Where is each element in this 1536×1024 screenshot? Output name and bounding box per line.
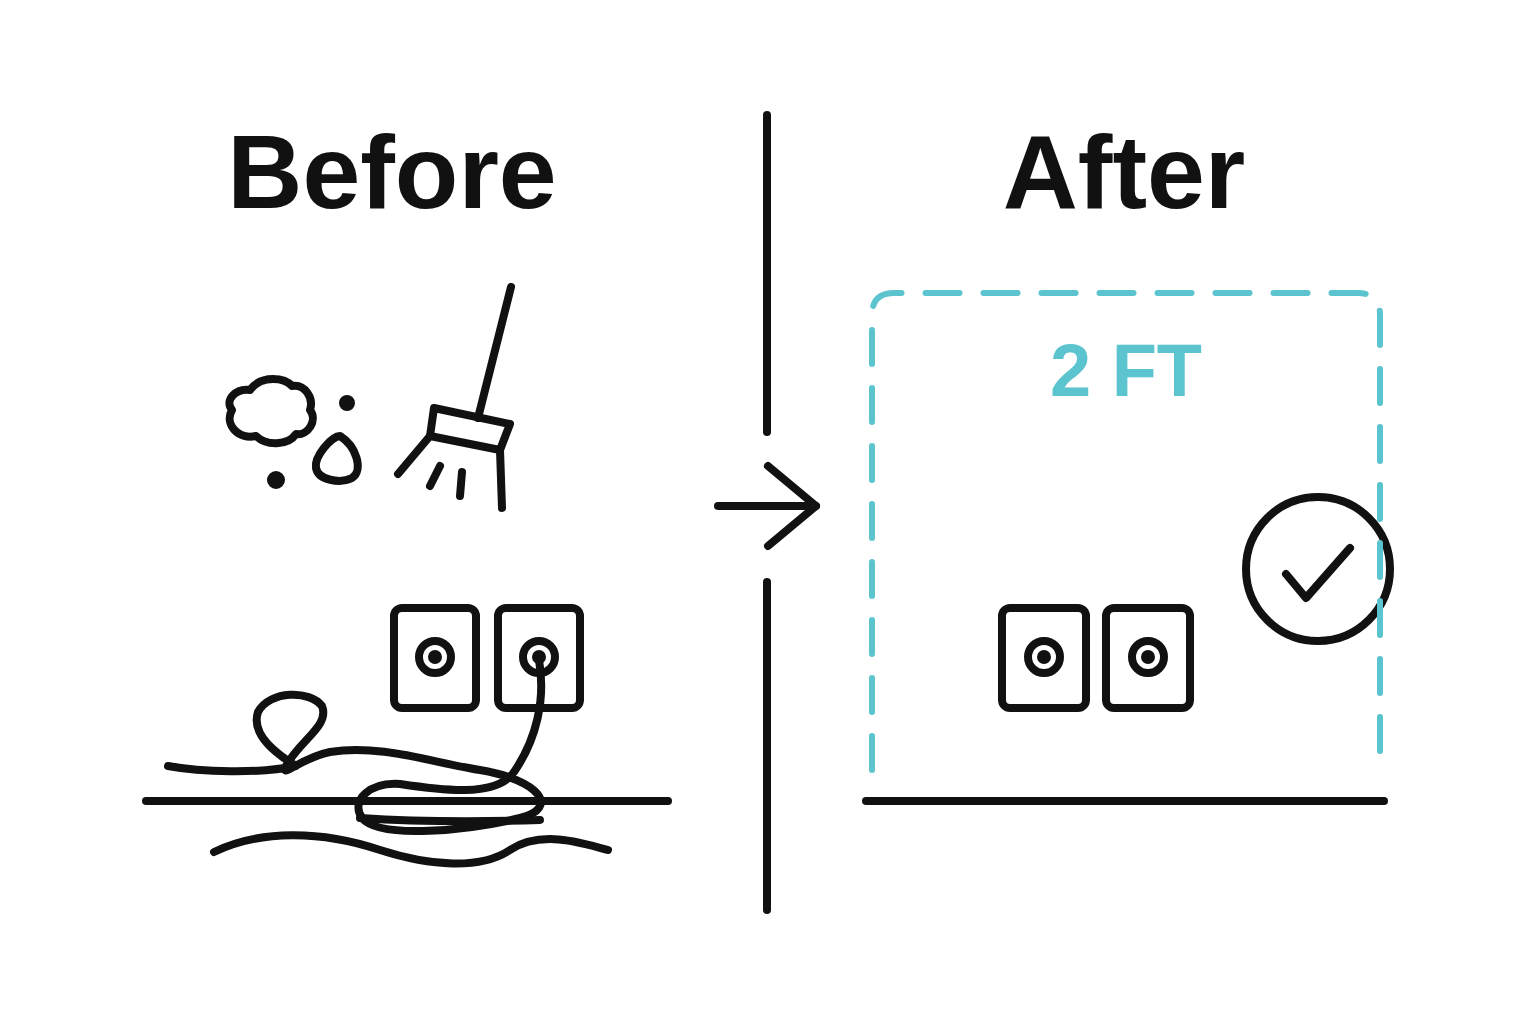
- divider-line: [763, 582, 771, 910]
- divider-line: [763, 115, 771, 432]
- floor-line: [866, 797, 1384, 805]
- tangled-cord: [146, 660, 668, 864]
- transition-arrow: [718, 466, 816, 546]
- dashed-border: [872, 293, 1380, 770]
- check-icon: [1246, 497, 1390, 641]
- panel-heading: After: [1003, 120, 1246, 224]
- dimension-label: 2 FT: [1050, 334, 1202, 408]
- wall-outlet: [394, 608, 580, 708]
- clearance-zone: 2 FT: [870, 290, 1382, 774]
- dust-icon: [229, 379, 357, 485]
- broom-icon: [398, 287, 511, 508]
- wall-outlet: [1002, 608, 1190, 708]
- panel-heading: Before: [227, 120, 556, 224]
